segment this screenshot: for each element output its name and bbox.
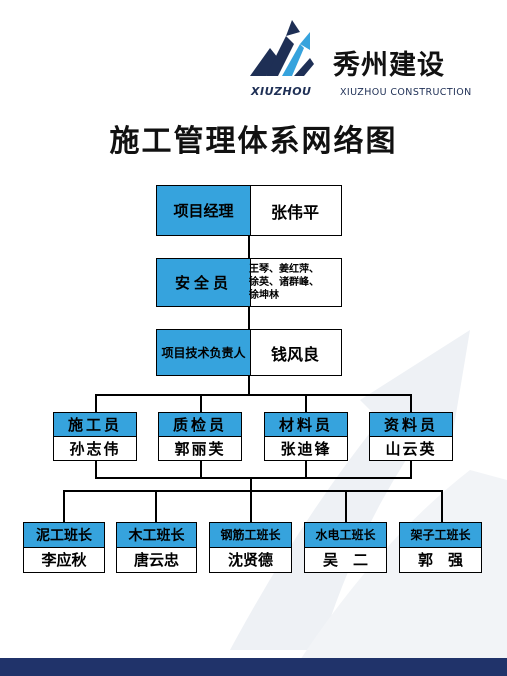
technical-lead-box: 项目技术负责人 钱风良: [156, 329, 342, 376]
safety-officer-box: 安全员 王琴、姜红萍、 徐英、诸群峰、 徐坤林: [156, 258, 342, 307]
connector-line: [248, 307, 250, 329]
person-name: 唐云忠: [133, 551, 179, 570]
connector-line: [200, 461, 202, 477]
person-name: 山云英: [385, 439, 437, 458]
constructor-box: 施工员 孙志伟: [53, 412, 137, 461]
person-name: 沈贤德: [227, 551, 273, 570]
connector-line: [250, 490, 252, 522]
connector-line: [95, 394, 97, 412]
person-name: 郭 强: [417, 551, 463, 570]
connector-line: [305, 394, 307, 412]
role-label: 泥工班长: [24, 523, 104, 548]
role-label: 木工班长: [117, 523, 196, 548]
connector-line: [345, 490, 347, 522]
records-officer-box: 资料员 山云英: [369, 412, 453, 461]
person-name: 郭丽芙: [174, 439, 226, 458]
person-name: 张迪锋: [280, 439, 332, 458]
connector-line: [200, 394, 202, 412]
role-label: 质检员: [159, 413, 241, 437]
brand-name-en: XIUZHOU CONSTRUCTION: [340, 87, 472, 98]
masonry-foreman-box: 泥工班长 李应秋: [23, 522, 105, 573]
person-name: 吴 二: [322, 551, 368, 570]
role-label: 材料员: [265, 413, 347, 437]
page-title: 施工管理体系网络图: [109, 124, 398, 159]
person-name: 孙志伟: [69, 439, 121, 458]
connector-line: [155, 490, 157, 522]
carpentry-foreman-box: 木工班长 唐云忠: [116, 522, 197, 573]
person-names: 王琴、姜红萍、 徐英、诸群峰、 徐坤林: [249, 264, 319, 301]
plumbing-electrical-foreman-box: 水电工班长 吴 二: [304, 522, 387, 573]
connector-line: [441, 490, 443, 522]
rebar-foreman-box: 钢筋工班长 沈贤德: [209, 522, 292, 573]
role-label: 钢筋工班长: [210, 523, 291, 548]
logo-mark-text: XIUZHOU: [251, 85, 312, 98]
role-label: 资料员: [370, 413, 452, 437]
connector-line: [63, 490, 443, 492]
materials-officer-box: 材料员 张迪锋: [264, 412, 348, 461]
person-name: 钱风良: [270, 344, 319, 364]
role-label: 水电工班长: [305, 523, 386, 548]
connector-line: [248, 376, 250, 394]
connector-line: [410, 394, 412, 412]
role-label: 项目经理: [157, 186, 251, 235]
xiuzhou-logo-icon: [250, 20, 314, 76]
person-name: 张伟平: [270, 202, 319, 222]
role-label: 项目技术负责人: [157, 330, 251, 375]
connector-line: [95, 477, 412, 479]
scaffolding-foreman-box: 架子工班长 郭 强: [399, 522, 482, 573]
footer-bar: [0, 658, 507, 676]
connector-line: [248, 236, 250, 258]
connector-line: [250, 477, 252, 490]
brand-name-cn: 秀州建设: [333, 50, 445, 81]
quality-inspector-box: 质检员 郭丽芙: [158, 412, 242, 461]
role-label: 安全员: [157, 259, 251, 306]
connector-line: [63, 490, 65, 522]
connector-line: [410, 461, 412, 477]
connector-line: [95, 394, 412, 396]
connector-line: [305, 461, 307, 477]
role-label: 施工员: [54, 413, 136, 437]
person-name: 李应秋: [41, 551, 87, 570]
role-label: 架子工班长: [400, 523, 481, 548]
connector-line: [95, 461, 97, 477]
project-manager-box: 项目经理 张伟平: [156, 185, 342, 236]
